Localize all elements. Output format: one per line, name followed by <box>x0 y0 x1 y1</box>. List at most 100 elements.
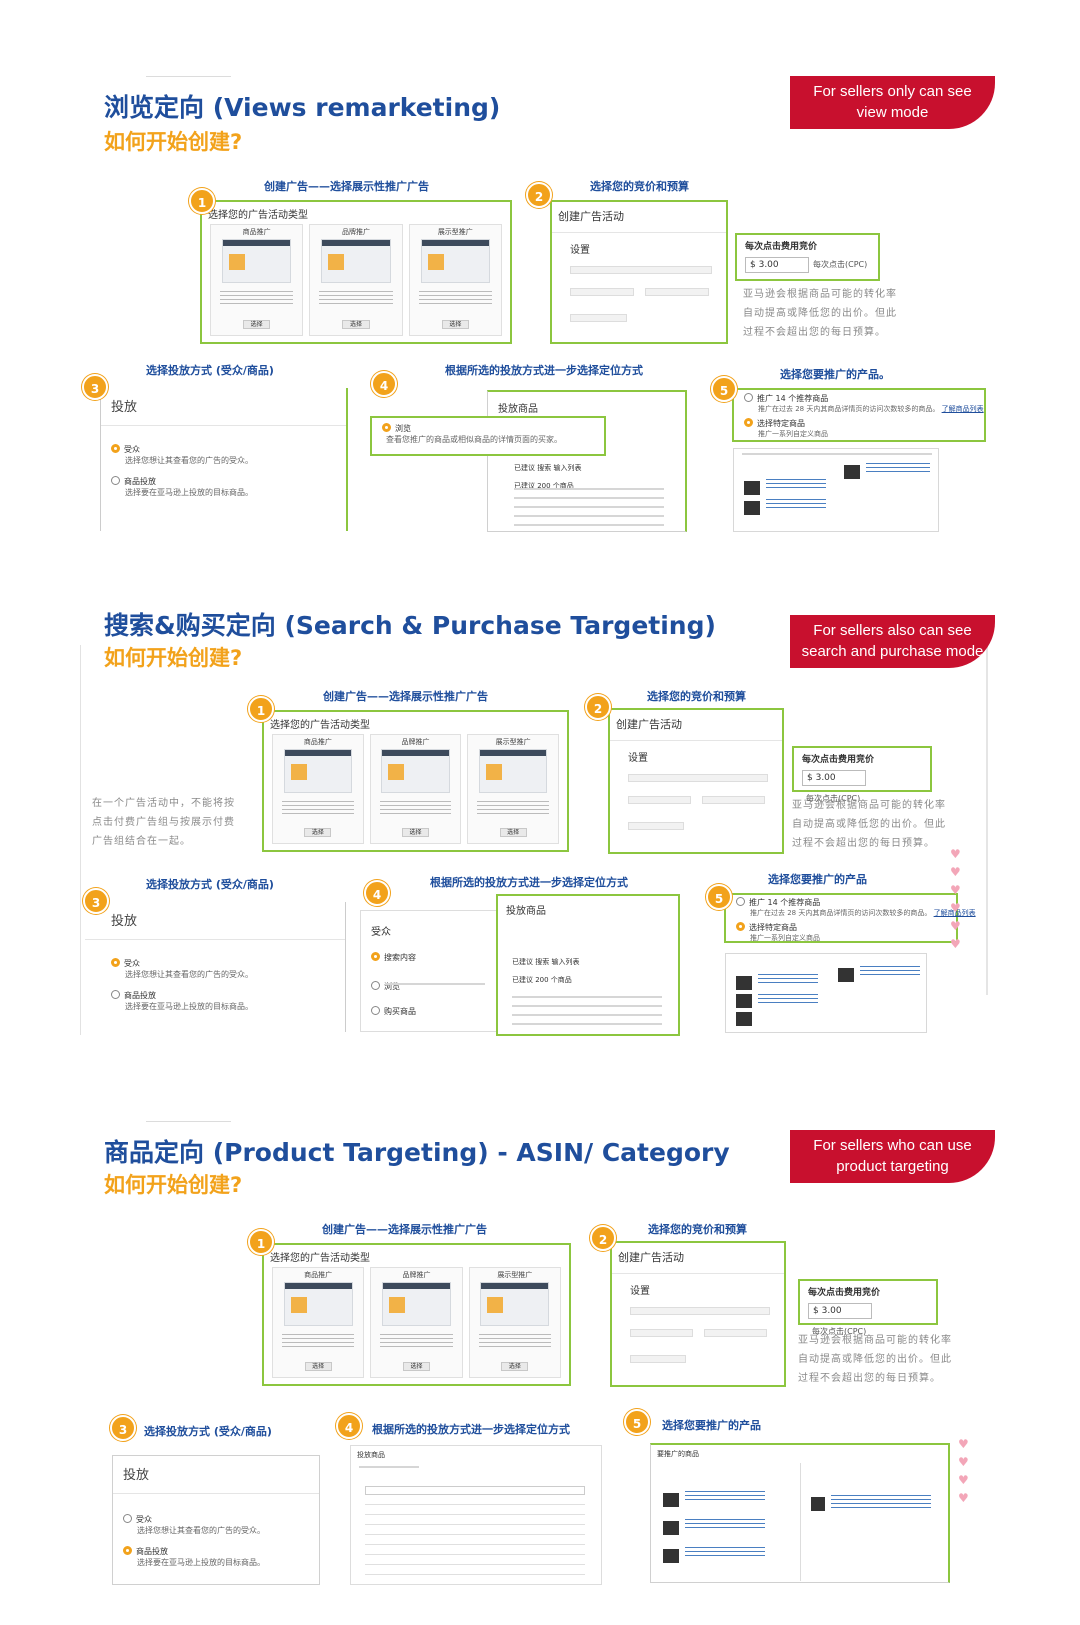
radio-audience[interactable]: 受众选择您想让其查看您的广告的受众。 <box>85 956 345 982</box>
suggest-tabs[interactable]: 已建议 搜索 输入列表 <box>514 464 582 472</box>
card-sponsored-brands[interactable]: 品牌推广选择 <box>370 1267 463 1378</box>
browse-option[interactable]: 浏览查看您推广的商品或相似商品的详情页面的买家。 <box>370 416 606 456</box>
campaign-type-title: 选择您的广告活动类型 <box>208 210 308 221</box>
cpc-bid-title: 每次点击费用竞价 <box>802 755 875 765</box>
settings-label: 设置 <box>628 753 648 764</box>
step3-label: 选择投放方式 (受众/商品) <box>146 364 274 377</box>
section-subtitle: 如何开始创建? <box>104 1173 243 1197</box>
daily-budget-field[interactable] <box>630 1355 686 1363</box>
card-title: 品牌推广 <box>341 228 370 236</box>
start-date-field[interactable] <box>630 1329 693 1337</box>
section-views-remarketing: 浏览定向 (Views remarketing) 如何开始创建? For sel… <box>0 0 1080 540</box>
products-heading: 投放商品 <box>498 404 538 415</box>
radio-search-content[interactable]: 搜索内容 <box>361 950 497 965</box>
card-sponsored-products[interactable]: 商品推广选择 <box>272 1267 365 1378</box>
cpc-unit: 每次点击(CPC) <box>812 1327 867 1336</box>
card-title: 展示型推广 <box>437 228 473 236</box>
end-date-field[interactable] <box>702 796 766 804</box>
product-list-preview <box>725 953 927 1033</box>
step4-label: 根据所选的投放方式进一步选择定位方式 <box>430 876 628 889</box>
card-sponsored-products[interactable]: 商品推广选择 <box>272 734 364 844</box>
daily-budget-field[interactable] <box>628 822 684 830</box>
cpc-unit: 每次点击(CPC) <box>806 794 861 803</box>
suggested-count: 已建议 200 个商品 <box>514 482 574 490</box>
banner-line-2: view mode <box>856 104 929 121</box>
step1-label: 创建广告——选择展示性推广广告 <box>264 180 429 193</box>
radio-product-targeting[interactable]: 商品投放选择要在亚马逊上投放的目标商品。 <box>85 988 345 1014</box>
select-button[interactable]: 选择 <box>501 1362 529 1371</box>
card-sponsored-display[interactable]: 展示型推广选择 <box>408 224 502 336</box>
bid-note: 亚马逊会根据商品可能的转化率自动提高或降低您的出价。但此过程不会超出您的每日预算… <box>792 800 946 849</box>
daily-budget-field[interactable] <box>570 314 627 322</box>
radio-product-targeting[interactable]: 商品投放选择要在亚马逊上投放的目标商品。 <box>101 474 346 500</box>
start-date-field[interactable] <box>570 288 634 296</box>
category-search-input[interactable] <box>365 1486 585 1495</box>
card-sponsored-display[interactable]: 展示型推广选择 <box>468 1267 561 1378</box>
select-button[interactable]: 选择 <box>304 1362 332 1371</box>
radio-specific[interactable]: 选择特定商品推广一系列自定义商品 <box>734 416 984 441</box>
radio-icon <box>111 476 120 485</box>
section-subtitle: 如何开始创建? <box>104 646 243 670</box>
radio-recommended[interactable]: 推广 14 个推荐商品推广在过去 28 天内其商品详情页的访问次数较多的商品。 … <box>734 390 984 416</box>
bid-note: 亚马逊会根据商品可能的转化率自动提高或降低您的出价。但此过程不会超出您的每日预算… <box>743 289 897 338</box>
card-sponsored-products[interactable]: 商品推广选择 <box>210 224 304 336</box>
audience-subpanel: 受众 搜索内容 浏览 购买商品 <box>360 910 498 1032</box>
select-button[interactable]: 选择 <box>304 828 332 837</box>
radio-audience[interactable]: 受众选择您想让其查看您的广告的受众。 <box>113 1512 319 1538</box>
product-list-link[interactable]: 了解商品列表 <box>933 909 976 917</box>
card-sponsored-display[interactable]: 展示型推广选择 <box>467 734 560 844</box>
product-list-link[interactable]: 了解商品列表 <box>941 405 984 413</box>
create-campaign-box: 创建广告活动 设置 <box>608 708 784 854</box>
card-title: 展示型推广 <box>497 1271 533 1279</box>
cpc-bid-input[interactable]: $ 3.00 <box>808 1303 872 1319</box>
campaign-name-field[interactable] <box>570 266 712 274</box>
suggest-tabs[interactable]: 已建议 搜索 输入列表 <box>512 958 580 966</box>
card-preview <box>321 239 391 283</box>
select-button[interactable]: 选择 <box>402 828 429 837</box>
start-date-field[interactable] <box>628 796 691 804</box>
banner-line-1: For sellers who can use <box>813 1137 972 1154</box>
step5-badge: 5 <box>624 1409 650 1435</box>
campaign-name-field[interactable] <box>630 1307 770 1315</box>
step1-label: 创建广告——选择展示性推广广告 <box>322 1223 487 1236</box>
step2-badge: 2 <box>590 1225 616 1251</box>
select-button[interactable]: 选择 <box>242 320 271 329</box>
create-campaign-box: 创建广告活动 设置 <box>610 1241 786 1387</box>
cpc-bid-input[interactable]: $ 3.00 <box>745 257 809 273</box>
end-date-field[interactable] <box>645 288 710 296</box>
card-sponsored-brands[interactable]: 品牌推广选择 <box>309 224 403 336</box>
card-title: 商品推广 <box>242 228 271 236</box>
step3-badge: 3 <box>83 888 109 914</box>
select-button[interactable]: 选择 <box>499 828 527 837</box>
cpc-bid-input[interactable]: $ 3.00 <box>802 770 866 786</box>
audience-banner: For sellers who can use product targetin… <box>790 1130 995 1183</box>
cpc-unit: 每次点击(CPC) <box>813 260 868 269</box>
campaign-name-field[interactable] <box>628 774 768 782</box>
step4-badge: 4 <box>336 1413 362 1439</box>
radio-selected-icon <box>111 444 120 453</box>
step3-badge: 3 <box>110 1415 136 1441</box>
cpc-bid-box: 每次点击费用竞价 $ 3.00 每次点击(CPC) <box>792 746 932 803</box>
step1-badge: 1 <box>248 1229 274 1255</box>
section-product-targeting: 商品定向 (Product Targeting) - ASIN/ Categor… <box>0 1075 1080 1625</box>
select-button[interactable]: 选择 <box>441 320 470 329</box>
side-note: 在一个广告活动中，不能将按点击付费广告组与按展示付费广告组结合在一起。 <box>92 798 235 847</box>
radio-purchase[interactable]: 购买商品 <box>361 1004 497 1019</box>
step5-badge: 5 <box>711 376 737 402</box>
campaign-type-title: 选择您的广告活动类型 <box>270 1253 370 1264</box>
select-button[interactable]: 选择 <box>342 320 370 329</box>
end-date-field[interactable] <box>704 1329 768 1337</box>
card-title: 品牌推广 <box>402 1271 431 1279</box>
card-sponsored-brands[interactable]: 品牌推广选择 <box>369 734 462 844</box>
promote-options-box: 推广 14 个推荐商品推广在过去 28 天内其商品详情页的访问次数较多的商品。 … <box>732 388 986 442</box>
step4-badge: 4 <box>364 880 390 906</box>
select-button[interactable]: 选择 <box>402 1362 431 1371</box>
step3-label: 选择投放方式 (受众/商品) <box>144 1425 272 1438</box>
radio-specific[interactable]: 选择特定商品推广一系列自定义商品 <box>726 920 956 945</box>
radio-audience[interactable]: 受众选择您想让其查看您的广告的受众。 <box>101 442 346 468</box>
radio-recommended[interactable]: 推广 14 个推荐商品推广在过去 28 天内其商品详情页的访问次数较多的商品。 … <box>726 895 976 920</box>
title-rule <box>146 76 231 77</box>
section-subtitle: 如何开始创建? <box>104 130 243 154</box>
radio-product-targeting[interactable]: 商品投放选择要在亚马逊上投放的目标商品。 <box>113 1544 319 1570</box>
